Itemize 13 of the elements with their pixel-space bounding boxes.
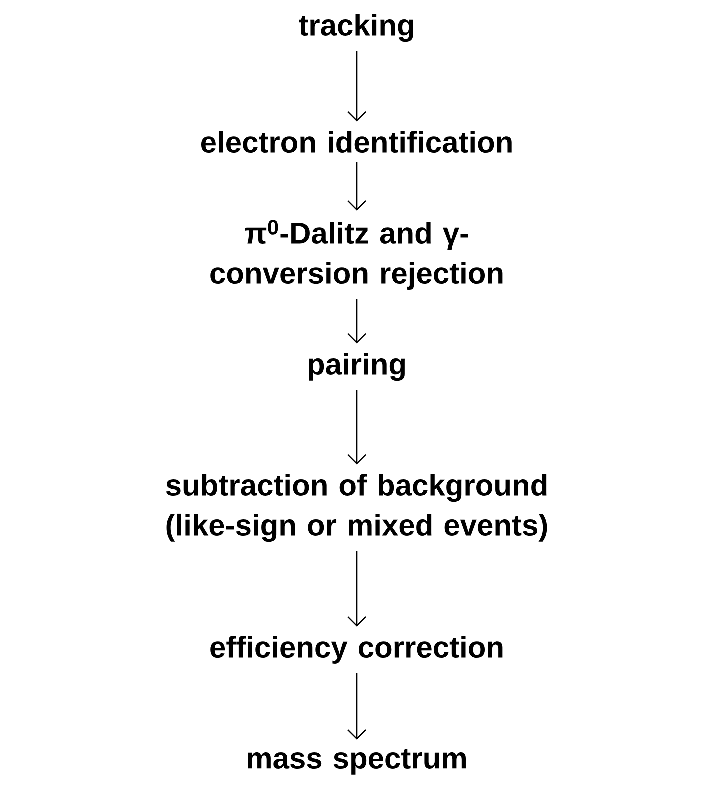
step-label: pairing bbox=[308, 352, 405, 382]
step-label: π$^{0}$-Dalitz and γ-conversion rejection bbox=[210, 220, 503, 290]
arrow bbox=[348, 299, 366, 344]
arrow bbox=[348, 162, 366, 211]
arrow bbox=[348, 390, 366, 465]
step-label: mass spectrum bbox=[248, 749, 466, 775]
step-label: electron identification bbox=[202, 131, 512, 154]
step-label: efficiency correction bbox=[210, 636, 503, 664]
arrow bbox=[348, 551, 366, 627]
arrow bbox=[348, 673, 366, 740]
arrow bbox=[348, 51, 366, 122]
step-label: subtraction of background (like-sign or mixed events) bbox=[166, 474, 548, 542]
step-label: tracking bbox=[299, 14, 414, 42]
